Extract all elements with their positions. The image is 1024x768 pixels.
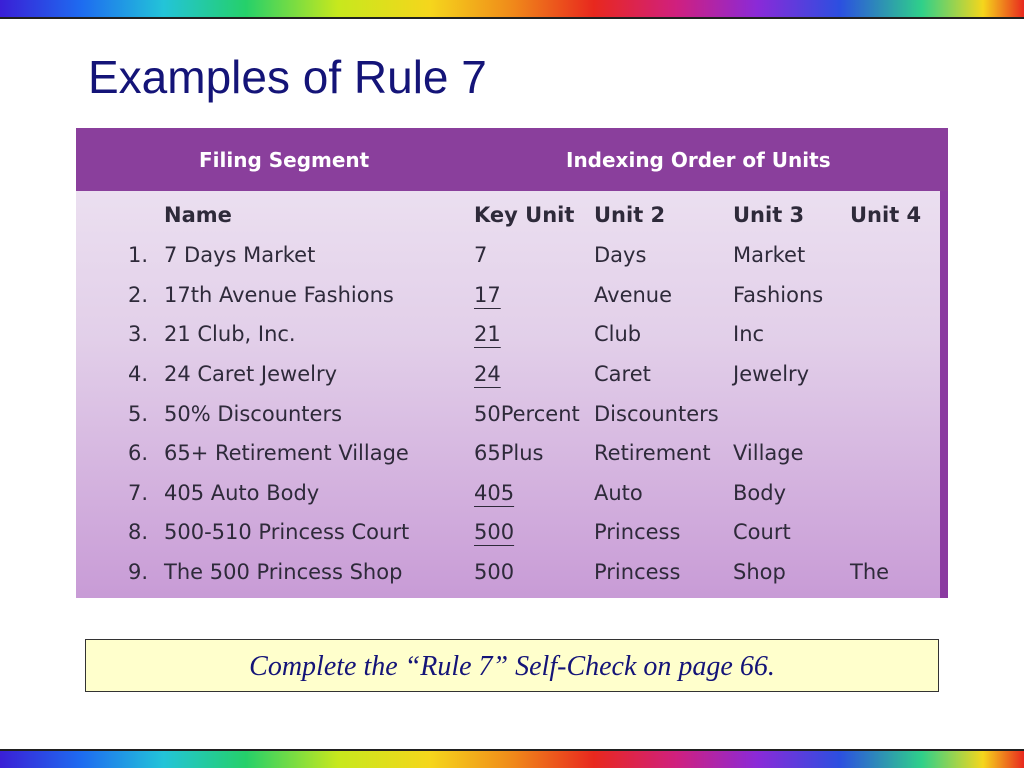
row-number: 2. bbox=[128, 283, 149, 307]
col-key-unit-header: Key Unit bbox=[474, 203, 575, 227]
row-name: 21 Club, Inc. bbox=[164, 322, 296, 346]
row-unit2: Princess bbox=[594, 560, 681, 584]
table-row: 6. 65+ Retirement Village 65Plus Retirem… bbox=[76, 441, 940, 480]
row-number: 1. bbox=[128, 243, 149, 267]
slide-title: Examples of Rule 7 bbox=[88, 51, 487, 103]
row-unit3: Inc bbox=[733, 322, 765, 346]
row-number: 8. bbox=[128, 520, 149, 544]
table-row: 9. The 500 Princess Shop 500 Princess Sh… bbox=[76, 560, 940, 599]
row-name: 65+ Retirement Village bbox=[164, 441, 409, 465]
row-unit2: Retirement bbox=[594, 441, 711, 465]
row-unit3: Jewelry bbox=[733, 362, 810, 386]
row-key-unit: 21 bbox=[474, 322, 501, 346]
col-name-header: Name bbox=[164, 203, 232, 227]
row-unit3: Village bbox=[733, 441, 804, 465]
table-row: 7. 405 Auto Body 405 Auto Body bbox=[76, 481, 940, 520]
row-number: 4. bbox=[128, 362, 149, 386]
row-number: 9. bbox=[128, 560, 149, 584]
rainbow-bottom-bar bbox=[0, 749, 1024, 768]
row-name: 405 Auto Body bbox=[164, 481, 320, 505]
row-unit3: Court bbox=[733, 520, 791, 544]
row-unit3: Body bbox=[733, 481, 787, 505]
row-number: 6. bbox=[128, 441, 149, 465]
row-key-unit: 24 bbox=[474, 362, 501, 386]
row-unit3: Shop bbox=[733, 560, 786, 584]
table-row: 4. 24 Caret Jewelry 24 Caret Jewelry bbox=[76, 362, 940, 401]
row-key-unit: 7 bbox=[474, 243, 488, 267]
row-key-unit: 500 bbox=[474, 560, 515, 584]
row-name: 50% Discounters bbox=[164, 402, 343, 426]
col-unit2-header: Unit 2 bbox=[594, 203, 666, 227]
row-key-unit: 65Plus bbox=[474, 441, 544, 465]
row-name: 500-510 Princess Court bbox=[164, 520, 410, 544]
row-unit2: Discounters bbox=[594, 402, 719, 426]
table-header-bar: Filing Segment Indexing Order of Units bbox=[76, 128, 948, 191]
row-unit3: Market bbox=[733, 243, 806, 267]
table-row: 3. 21 Club, Inc. 21 Club Inc bbox=[76, 322, 940, 361]
rule-7-table: Filing Segment Indexing Order of Units N… bbox=[76, 128, 948, 598]
self-check-note: Complete the “Rule 7” Self-Check on page… bbox=[85, 639, 939, 692]
row-unit2: Club bbox=[594, 322, 642, 346]
row-number: 5. bbox=[128, 402, 149, 426]
table-row: 5. 50% Discounters 50Percent Discounters bbox=[76, 402, 940, 441]
row-unit2: Days bbox=[594, 243, 647, 267]
row-unit2: Princess bbox=[594, 520, 681, 544]
row-name: 7 Days Market bbox=[164, 243, 316, 267]
table-row: 1. 7 Days Market 7 Days Market bbox=[76, 243, 940, 282]
table-row: 2. 17th Avenue Fashions 17 Avenue Fashio… bbox=[76, 283, 940, 322]
row-unit2: Avenue bbox=[594, 283, 673, 307]
row-unit2: Caret bbox=[594, 362, 651, 386]
row-unit3: Fashions bbox=[733, 283, 824, 307]
row-unit2: Auto bbox=[594, 481, 643, 505]
row-key-unit: 17 bbox=[474, 283, 501, 307]
table-row: 8. 500-510 Princess Court 500 Princess C… bbox=[76, 520, 940, 559]
row-key-unit: 500 bbox=[474, 520, 515, 544]
row-key-unit: 50Percent bbox=[474, 402, 580, 426]
col-unit4-header: Unit 4 bbox=[850, 203, 922, 227]
rainbow-top-bar bbox=[0, 0, 1024, 19]
row-name: The 500 Princess Shop bbox=[164, 560, 403, 584]
indexing-order-header: Indexing Order of Units bbox=[566, 148, 831, 172]
row-unit4: The bbox=[850, 560, 890, 584]
row-key-unit: 405 bbox=[474, 481, 515, 505]
row-number: 7. bbox=[128, 481, 149, 505]
row-name: 17th Avenue Fashions bbox=[164, 283, 394, 307]
column-header-row: Name Key Unit Unit 2 Unit 3 Unit 4 bbox=[76, 203, 940, 242]
col-unit3-header: Unit 3 bbox=[733, 203, 805, 227]
row-number: 3. bbox=[128, 322, 149, 346]
row-name: 24 Caret Jewelry bbox=[164, 362, 338, 386]
filing-segment-header: Filing Segment bbox=[199, 148, 370, 172]
